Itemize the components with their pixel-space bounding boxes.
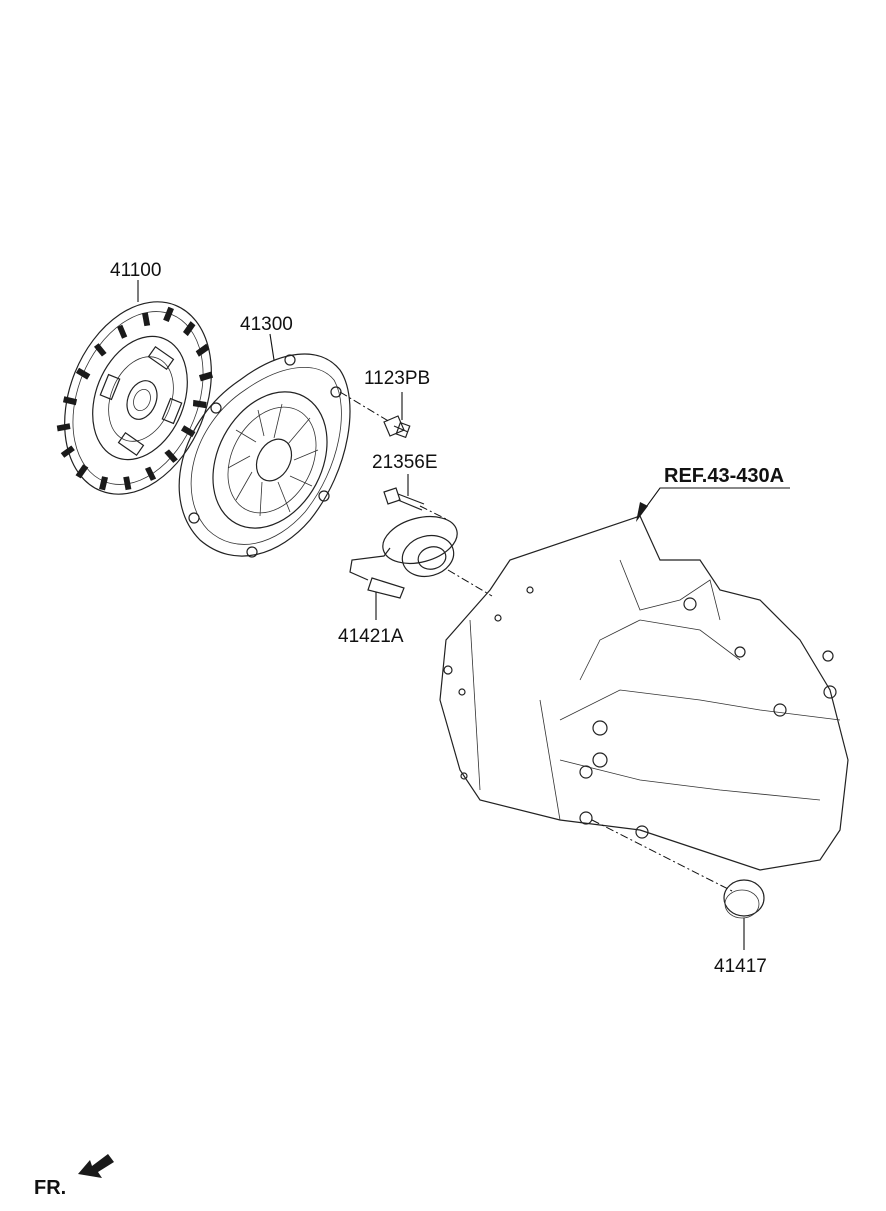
reference-label: REF.43-430A [664, 465, 784, 487]
part-number-label: 41421A [338, 626, 404, 647]
clutch-disc[interactable] [37, 280, 239, 516]
part-number-label: 41417 [714, 956, 767, 977]
part-number-label: 1123PB [364, 368, 430, 389]
friction-segments [56, 306, 214, 491]
diaphragm-fingers [227, 403, 319, 517]
leader-lines [137, 280, 790, 950]
damper-springs [99, 345, 183, 457]
front-arrow-icon [78, 1154, 114, 1178]
part-number-label: 21356E [372, 452, 438, 473]
bolt-2[interactable] [383, 487, 425, 511]
clutch-cover[interactable] [178, 353, 351, 558]
cover-bolt-holes [188, 354, 342, 558]
transmission-housing [439, 515, 849, 871]
direction-label: FR. [34, 1177, 66, 1199]
front-direction-indicator [78, 1154, 114, 1178]
cap[interactable] [723, 879, 765, 919]
bolt[interactable] [383, 415, 411, 439]
part-number-label: 41300 [240, 314, 293, 335]
part-number-label: 41100 [110, 260, 161, 281]
release-cylinder[interactable] [349, 509, 462, 599]
